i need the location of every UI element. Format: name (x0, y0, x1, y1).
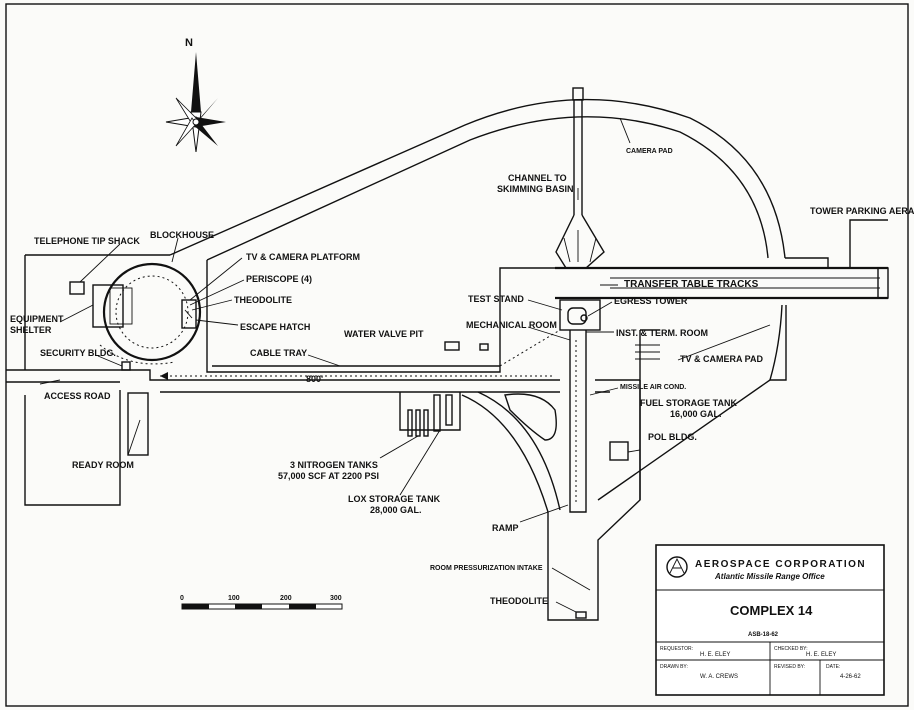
egress-tower-label: EGRESS TOWER (614, 296, 688, 306)
channel-label-2: SKIMMING BASIN (497, 184, 574, 194)
water-valve-label: WATER VALVE PIT (344, 329, 424, 339)
missile-air-label: MISSILE AIR COND. (620, 384, 686, 391)
ramp-structure (547, 380, 641, 621)
nitrogen-label-2: 57,000 SCF AT 2200 PSI (278, 471, 379, 481)
equipment-shelter (92, 284, 124, 328)
blockhouse (102, 262, 202, 362)
mech-room-label: MECHANICAL ROOM (466, 320, 557, 330)
tv-platform-label: TV & CAMERA PLATFORM (246, 252, 360, 262)
escape-hatch-label: ESCAPE HATCH (240, 322, 310, 332)
transfer-tracks-label: TRANSFER TABLE TRACKS (624, 279, 759, 290)
tv-camera-pad-lines (635, 344, 660, 360)
equipment-label-1: EQUIPMENT (10, 314, 64, 324)
date-value: 4-26-62 (840, 674, 861, 680)
theodolite-top-label: THEODOLITE (234, 295, 292, 305)
security-label: SECURITY BLDG. (40, 348, 116, 358)
office-name: Atlantic Missile Range Office (714, 572, 825, 581)
pol-label: POL BLDG. (648, 432, 697, 442)
scale-tick-200: 200 (280, 595, 292, 602)
nitrogen-label-1: 3 NITROGEN TANKS (290, 460, 378, 470)
central-corridor (569, 330, 587, 513)
inst-room-label: INST. & TERM. ROOM (616, 328, 708, 338)
island (504, 393, 557, 441)
north-arrow-icon (165, 52, 226, 153)
checked-value: H. E. ELEY (806, 652, 836, 658)
flame-bucket (555, 214, 605, 269)
fuel-label-2: 16,000 GAL. (670, 409, 722, 419)
drawn-value: W. A. CREWS (700, 674, 738, 680)
room-press-label: ROOM PRESSURIZATION INTAKE (430, 565, 543, 572)
scale-bar: 0 100 200 300 (180, 595, 343, 610)
inner-fence (206, 260, 555, 373)
security-bldg (121, 361, 131, 371)
drawing-number: ASB-18-62 (748, 632, 779, 638)
main-road-north-edge (6, 369, 560, 381)
blockhouse-label: BLOCKHOUSE (150, 230, 214, 240)
aerospace-logo-icon (666, 556, 688, 578)
nitrogen-tank-3 (423, 409, 429, 437)
scale-tick-300: 300 (330, 595, 342, 602)
water-valve-pit (444, 341, 460, 351)
drawn-label: DRAWN BY: (660, 664, 688, 670)
access-road-label: ACCESS ROAD (44, 391, 111, 401)
cable-tray-label: CABLE TRAY (250, 348, 307, 358)
site-boundary-inner (206, 116, 769, 261)
telephone-tip-shack (69, 281, 85, 295)
periscope (181, 299, 197, 329)
requestor-value: H. E. ELEY (700, 652, 730, 658)
ready-room-lot (24, 390, 121, 506)
nitrogen-tank-2 (415, 409, 421, 437)
pol-bldg (609, 441, 629, 461)
leader-lines (39, 117, 771, 613)
channel (573, 100, 583, 215)
nitrogen-tank-1 (407, 409, 413, 437)
org-name: AEROSPACE CORPORATION (695, 559, 866, 570)
periscope-label: PERISCOPE (4) (246, 274, 312, 284)
test-stand (559, 299, 601, 331)
scale-tick-100: 100 (228, 595, 240, 602)
tower-parking-road (785, 219, 888, 269)
tv-pad-label: TV & CAMERA PAD (680, 354, 764, 364)
title-block: AEROSPACE CORPORATION Atlantic Missile R… (655, 544, 885, 696)
lox-storage-tank (433, 394, 441, 432)
equipment-label-2: SHELTER (10, 325, 52, 335)
scale-tick-0: 0 (180, 595, 184, 602)
checked-label: CHECKED BY: (774, 646, 808, 652)
theodolite-bottom-label: THEODOLITE (490, 596, 548, 606)
ready-room-label: READY ROOM (72, 460, 134, 470)
distance-label: 800' (306, 374, 323, 384)
channel-label-1: CHANNEL TO (508, 173, 567, 183)
lox-label-1: LOX STORAGE TANK (348, 494, 441, 504)
drawing-frame (5, 3, 909, 707)
date-label: DATE: (826, 664, 840, 670)
ramp-road-west (461, 394, 549, 513)
site-boundary-outer (169, 98, 786, 259)
ready-room (127, 392, 149, 456)
north-label: N (185, 37, 193, 49)
test-stand-label: TEST STAND (468, 294, 524, 304)
camera-pad-label: CAMERA PAD (626, 148, 673, 155)
transfer-table-tracks (555, 266, 888, 300)
drawing-title: COMPLEX 14 (730, 603, 813, 618)
requestor-label: REQUESTOR: (660, 646, 693, 652)
ramp-label: RAMP (492, 523, 519, 533)
east-boundary (769, 304, 787, 381)
fuel-label-1: FUEL STORAGE TANK (640, 398, 738, 408)
lox-label-2: 28,000 GAL. (370, 505, 422, 515)
telephone-label: TELEPHONE TIP SHACK (34, 236, 140, 246)
tower-parking-label: TOWER PARKING AERA (810, 206, 914, 216)
revised-label: REVISED BY: (774, 664, 805, 670)
